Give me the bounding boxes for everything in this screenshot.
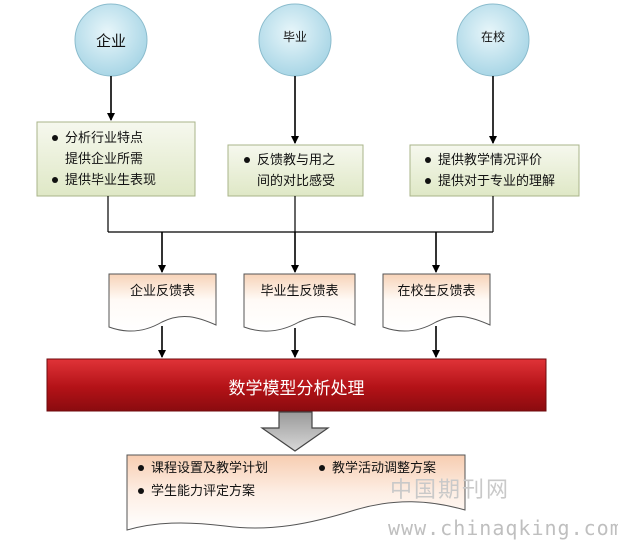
down-arrow: [260, 411, 330, 452]
feedback-form-label-graduate: 毕业生反馈表: [260, 284, 339, 299]
bullet-icon: [319, 464, 325, 471]
note-enterprise-item-1: 分析行业特点: [52, 128, 143, 149]
bullet-icon: [425, 177, 431, 184]
feedback-form-enterprise: [108, 273, 217, 332]
bullet-icon: [425, 156, 431, 163]
note-graduate-item-2: 间的对比感受: [257, 174, 336, 189]
source-label-enterprise: 企业: [95, 32, 126, 50]
watermark-cn: 中国期刊网: [390, 478, 511, 503]
feedback-form-student: [382, 273, 491, 332]
bullet-icon: [52, 134, 58, 141]
note-enterprise-item-2: 提供企业所需: [65, 152, 144, 167]
output-document: [126, 454, 466, 531]
bullet-icon: [138, 487, 144, 494]
bullet-icon: [52, 176, 58, 183]
bullet-icon: [138, 464, 144, 471]
note-box-student: [409, 144, 580, 197]
output-item-3: 学生能力评定方案: [138, 481, 255, 502]
watermark-url: www.chinaqking.com: [388, 516, 618, 540]
feedback-form-graduate: [243, 273, 356, 332]
note-enterprise-item-3: 提供毕业生表现: [52, 170, 156, 191]
note-student-item-2: 提供对于专业的理解: [425, 171, 555, 192]
note-box-graduate: [227, 144, 364, 197]
source-label-student: 在校: [480, 30, 505, 44]
note-graduate-item-1: 反馈教与用之: [244, 150, 335, 171]
note-box-enterprise: [36, 121, 196, 197]
note-student-item-1: 提供教学情况评价: [425, 150, 542, 171]
feedback-form-label-enterprise: 企业反馈表: [129, 284, 195, 299]
bullet-icon: [244, 156, 250, 163]
output-item-2: 教学活动调整方案: [319, 458, 436, 479]
source-label-graduate: 毕业: [282, 30, 307, 44]
feedback-form-label-student: 在校生反馈表: [397, 284, 476, 299]
process-box: [46, 358, 547, 412]
output-item-1: 课程设置及教学计划: [138, 458, 268, 479]
process-label: 数学模型分析处理: [228, 379, 365, 399]
